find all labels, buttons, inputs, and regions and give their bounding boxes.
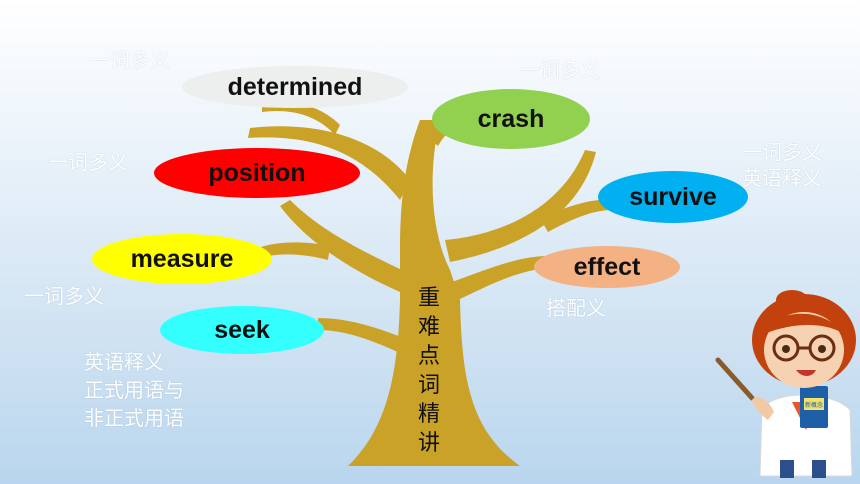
note-survive-1: 一词多义 (742, 140, 822, 164)
note-position: 一词多义 (48, 150, 128, 174)
word-seek[interactable]: seek (160, 306, 324, 354)
word-determined[interactable]: determined (182, 66, 408, 108)
note-survive-2: 英语释义 (742, 166, 822, 190)
note-measure: 一词多义 (24, 284, 104, 308)
title-char: 讲 (417, 431, 440, 456)
note-crash: 一词多义 (520, 58, 600, 82)
title-char: 难 (417, 315, 440, 340)
book-title: 新概念 (805, 401, 823, 409)
note-seek-3: 非正式用语 (84, 406, 184, 430)
title-char: 词 (417, 373, 440, 398)
note-seek-2: 正式用语与 (84, 378, 184, 402)
trunk-title: 重 难 点 词 精 讲 (412, 284, 446, 458)
word-position[interactable]: position (154, 148, 360, 198)
note-effect: 搭配义 (546, 296, 606, 320)
title-char: 重 (417, 286, 440, 311)
title-char: 精 (417, 402, 440, 427)
word-survive[interactable]: survive (598, 171, 748, 223)
title-char: 点 (417, 344, 440, 369)
teacher-illustration: 新概念 (715, 290, 856, 478)
note-seek-1: 英语释义 (84, 350, 164, 374)
word-effect[interactable]: effect (534, 246, 680, 288)
note-determined: 一词多义 (90, 48, 170, 72)
word-crash[interactable]: crash (432, 89, 590, 149)
word-measure[interactable]: measure (92, 234, 272, 284)
